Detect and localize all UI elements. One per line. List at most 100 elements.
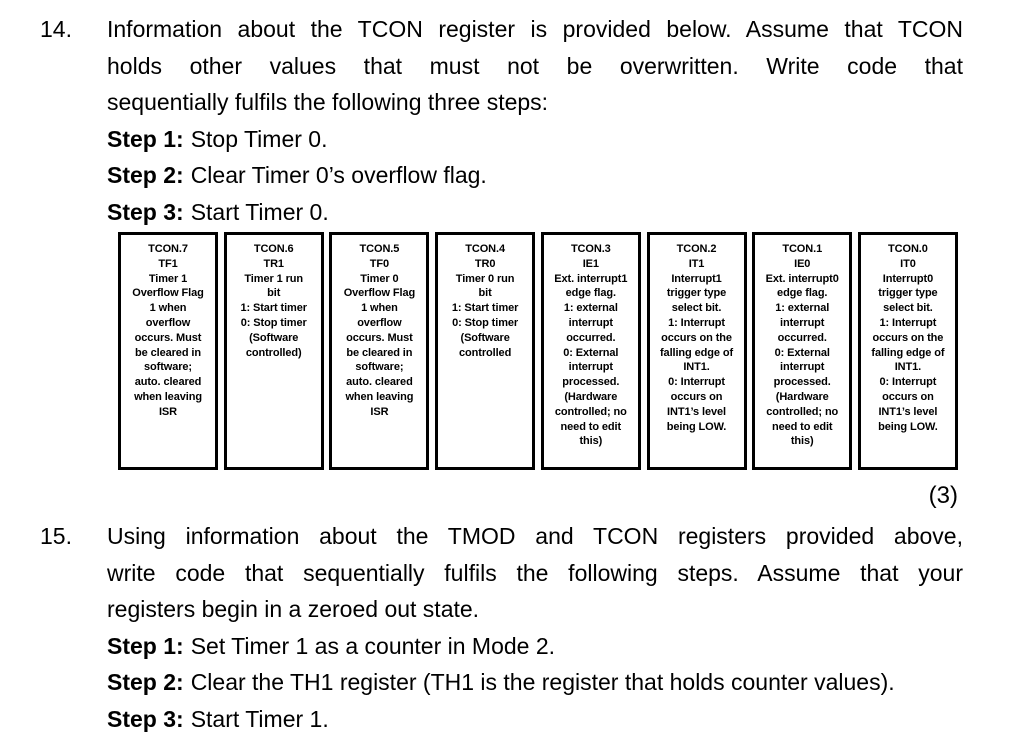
tcon-bit-line: auto. cleared [134, 376, 202, 389]
tcon-bit-line: select bit. [883, 302, 933, 315]
step-label: Step 1: [107, 632, 184, 659]
tcon-bit-line: TCON.3 [570, 243, 611, 255]
tcon-bit-line: Overflow Flag [343, 287, 416, 300]
question-14-line-1: Information about the TCON register is p… [107, 16, 963, 42]
tcon-bit-line: 0: Stop timer [240, 316, 307, 329]
tcon-bit-line: occurs. Must [346, 331, 413, 344]
tcon-bit-line: Timer 1 run [244, 272, 303, 285]
step-label: Step 1: [107, 125, 184, 152]
tcon-bit-line: Timer 0 run [455, 272, 515, 285]
tcon-bit-line: TCON.5 [359, 243, 400, 255]
tcon-bit-line: controlled; no [554, 405, 627, 418]
question-14-step-1: Step 1:Stop Timer 0. [107, 121, 963, 158]
tcon-bit-line: when leaving [134, 390, 202, 403]
tcon-bit-line: INT1. [683, 361, 710, 374]
question-14-step-3: Step 3:Start Timer 0. [107, 194, 963, 231]
tcon-bit-line: controlled; no [766, 405, 839, 418]
tcon-bit-line: occurs on [670, 390, 723, 403]
tcon-bit-line: auto. cleared [346, 376, 413, 389]
question-15-step-2: Step 2:Clear the TH1 register (TH1 is th… [107, 664, 963, 701]
tcon-bit-line: 1: external [563, 302, 618, 315]
question-15-number: 15. [40, 523, 72, 549]
tcon-bit-line: being LOW. [666, 420, 727, 433]
question-14-body: Information about the TCON register is p… [107, 11, 963, 230]
tcon-bit-line: 0: Interrupt [668, 376, 725, 389]
question-15-line-1: Using information about the TMOD and TCO… [107, 523, 963, 549]
tcon-bit-line: be cleared in [346, 346, 413, 359]
tcon-bit-line: interrupt [780, 361, 825, 374]
tcon-bit-line: occurred. [566, 331, 616, 344]
tcon-bit-line: occurred. [777, 331, 827, 344]
step-text: Stop Timer 0. [190, 125, 328, 152]
tcon-bit-line: occurs on the [872, 331, 944, 344]
tcon-bit-line: TR1 [263, 257, 284, 270]
question-15-line-2: write code that sequentially fulfils the… [107, 559, 963, 586]
tcon-bit-line: 1: external [775, 302, 830, 315]
tcon-bit-line: ISR [158, 405, 178, 418]
tcon-bit-line: TCON.4 [465, 243, 505, 255]
tcon-bit-line: INT1’s level [878, 405, 938, 418]
question-15-body: Using information about the TMOD and TCO… [107, 518, 963, 737]
tcon-bit-line: 1: Start timer [451, 302, 519, 315]
tcon-bit-line: processed. [773, 376, 831, 389]
tcon-bit-line: IE1 [582, 257, 599, 270]
question-14-line-3: sequentially fulfils the following three… [107, 89, 549, 115]
tcon-bit-line: need to edit [560, 420, 622, 433]
step-text: Start Timer 1. [190, 705, 329, 732]
step-text: Start Timer 0. [190, 198, 329, 225]
tcon-bit-line: TCON.7 [148, 243, 188, 255]
tcon-bit-line: interrupt [780, 316, 825, 329]
step-text: Clear Timer 0’s overflow flag. [190, 162, 487, 188]
marks-label: (3) [928, 482, 958, 509]
tcon-bit-line: software; [144, 361, 192, 374]
tcon-bit-line: when leaving [345, 390, 414, 403]
tcon-bit-line: TCON.2 [676, 243, 717, 255]
tcon-bit-line: IT1 [688, 257, 705, 270]
tcon-bit-line: IT0 [900, 257, 916, 270]
tcon-bit-line: (Hardware [775, 390, 829, 403]
tcon-bit-line: this) [579, 435, 603, 448]
tcon-bit-line: ISR [370, 405, 389, 418]
tcon-bit-line: trigger type [666, 287, 727, 300]
tcon-bit-line: Interrupt0 [882, 272, 934, 285]
question-14-number: 14. [40, 16, 72, 42]
step-label: Step 3: [107, 198, 184, 225]
tcon-bit-line: (Software [249, 331, 299, 344]
tcon-bit-line: falling edge of [871, 346, 945, 359]
tcon-bit-line: 1: Start timer [240, 302, 307, 315]
tcon-bit-line: 0: Interrupt [879, 376, 937, 389]
tcon-bit-line: trigger type [878, 287, 938, 300]
question-15-step-1: Step 1:Set Timer 1 as a counter in Mode … [107, 628, 963, 665]
step-text: Clear the TH1 register (TH1 is the regis… [190, 669, 895, 695]
tcon-bit-line: controlled [459, 346, 512, 359]
step-label: Step 2: [107, 162, 184, 188]
tcon-bit-line: 1 when [361, 302, 398, 315]
tcon-bit-line: processed. [562, 376, 620, 389]
tcon-bit-line: 1: Interrupt [668, 316, 725, 329]
tcon-bit-line: bit [267, 287, 281, 300]
question-14-line-2: holds other values that must not be over… [107, 52, 963, 79]
tcon-bit-line: 0: External [563, 346, 619, 359]
tcon-bit-line: TF0 [369, 257, 390, 270]
tcon-bit-line: this) [790, 435, 814, 448]
tcon-bit-line: need to edit [771, 420, 833, 433]
tcon-bit-line: TCON.6 [253, 243, 294, 255]
tcon-bit-line: INT1’s level [667, 405, 726, 418]
tcon-bit-line: occurs on [882, 390, 934, 403]
tcon-bit-line: overflow [145, 316, 191, 329]
tcon-bit-line: occurs. Must [134, 331, 202, 344]
tcon-bit-line: TCON.1 [782, 243, 823, 255]
tcon-bit-line: occurs on the [661, 331, 732, 344]
tcon-bit-line: (Software [460, 331, 510, 344]
tcon-bit-line: edge flag. [777, 287, 828, 300]
tcon-bit-line: Overflow Flag [132, 287, 204, 300]
tcon-bit-line: Ext. interrupt0 [765, 272, 839, 285]
tcon-bit-line: Interrupt1 [671, 272, 722, 285]
tcon-bit-line: be cleared in [135, 346, 201, 359]
